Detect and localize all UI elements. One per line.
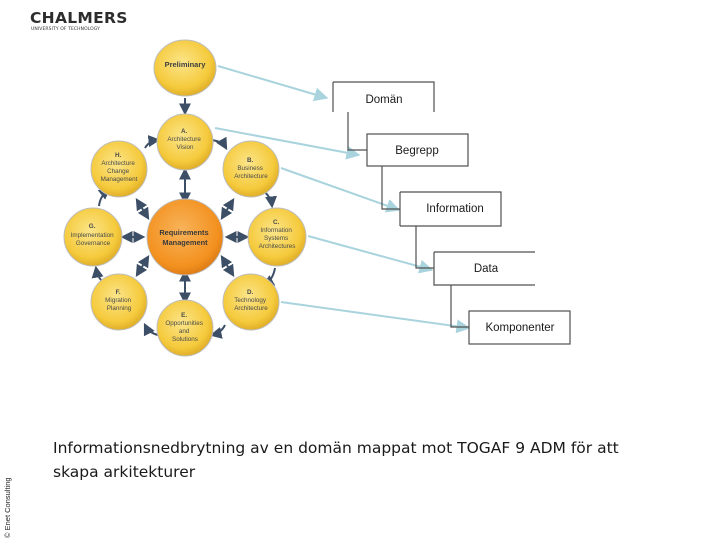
arrow-h-a — [144, 135, 161, 149]
arrow-center-h — [135, 197, 150, 221]
phase-b-label: B. Business Architecture — [234, 157, 268, 180]
level-begrepp-label: Begrepp — [395, 145, 438, 157]
phase-preliminary-label: Preliminary — [165, 60, 207, 69]
phase-h-label: H. Architecture Change Management — [101, 152, 138, 183]
phase-a-circle — [156, 113, 214, 171]
phase-f-label: F. Migration Planning — [105, 289, 133, 312]
phase-b-circle — [222, 140, 280, 198]
connector-data-komponenter — [450, 285, 469, 328]
level-information-box: Information — [399, 191, 502, 227]
phase-f-circle — [90, 273, 148, 331]
hierarchy-connectors — [347, 112, 469, 328]
arrow-center-b — [220, 197, 235, 221]
level-doman-label: Domän — [365, 94, 402, 106]
level-komponenter-label: Komponenter — [485, 322, 554, 334]
arrow-e-f — [143, 322, 159, 337]
chalmers-logo: CHALMERS UNIVERSITY OF TECHNOLOGY — [30, 9, 128, 32]
logo-subtitle: UNIVERSITY OF TECHNOLOGY — [31, 27, 101, 32]
phase-c-label: C. Information Systems Architectures — [259, 219, 296, 250]
arrow-center-f — [135, 254, 150, 278]
level-data-box: Data — [433, 251, 535, 286]
phase-ring-arrows — [91, 98, 278, 339]
phase-a-label: A. Architecture Vision — [167, 128, 202, 151]
logo-name: CHALMERS — [30, 9, 128, 27]
connector-begrepp-information — [381, 166, 400, 210]
arrow-prelim-doman — [217, 65, 329, 102]
phase-g-circle — [63, 207, 123, 267]
phase-e-circle — [156, 299, 214, 357]
requirements-management-label: Requirements Management — [159, 228, 210, 247]
level-information-label: Information — [426, 203, 484, 215]
phase-e-label: E. Opportunities and Solutions — [165, 312, 204, 343]
arrow-d-e — [209, 324, 226, 339]
arrow-a-begrepp — [214, 127, 361, 160]
phase-h-circle — [90, 140, 148, 198]
arrow-center-d — [220, 254, 235, 278]
requirements-management-circle — [146, 198, 224, 276]
hierarchy-boxes: Domän Begrepp Information Data Komponent… — [332, 81, 571, 345]
level-doman-box: Domän — [332, 81, 435, 112]
connector-doman-begrepp — [347, 112, 367, 151]
arrow-b-information — [280, 167, 401, 213]
level-begrepp-box: Begrepp — [366, 133, 469, 167]
connector-information-data — [415, 226, 434, 269]
arrow-c-data — [307, 235, 434, 274]
phase-g-label: G. Implementation Governance — [71, 223, 116, 247]
level-data-label: Data — [474, 263, 499, 275]
phase-preliminary-circle — [153, 39, 217, 97]
phase-c-circle — [247, 207, 307, 267]
level-komponenter-box: Komponenter — [468, 310, 571, 345]
slide-caption: Informationsnedbrytning av en domän mapp… — [53, 439, 619, 481]
arrow-d-komponenter — [280, 301, 471, 334]
mapping-arrows — [214, 65, 471, 334]
phase-d-label: D. Technology Architecture — [234, 289, 268, 312]
phase-d-circle — [222, 273, 280, 331]
